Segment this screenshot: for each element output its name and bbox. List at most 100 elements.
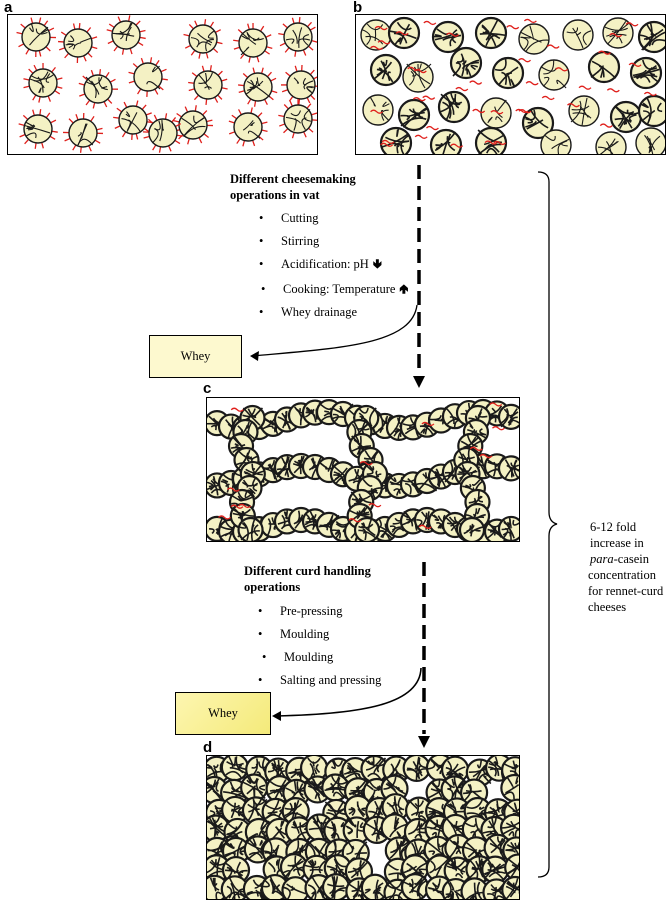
free-glycomacropeptide	[359, 461, 373, 466]
micelle-shape	[449, 46, 483, 80]
micelle-shape	[497, 403, 519, 430]
free-glycomacropeptide	[567, 102, 580, 108]
free-glycomacropeptide	[625, 22, 639, 27]
side-note-para-casein: 6-12 fold increase in para-casein concen…	[588, 519, 663, 615]
whey-box-2: Whey	[175, 692, 271, 735]
micelle-shape	[501, 875, 519, 899]
free-glycomacropeptide	[238, 503, 252, 509]
micelle-shape	[440, 775, 469, 804]
free-glycomacropeptide	[414, 134, 428, 139]
free-glycomacropeptide	[230, 504, 244, 509]
step2-item: Salting and pressing	[258, 672, 381, 695]
free-glycomacropeptide	[450, 143, 464, 148]
micelle-shape	[16, 17, 57, 58]
step1-item: Stirring	[259, 233, 406, 256]
micelle-shape	[188, 65, 228, 105]
micelle-shape	[360, 873, 389, 899]
step1-operations-list: Cutting Stirring Acidification: pH🢃 Cook…	[259, 210, 409, 327]
free-glycomacropeptide	[578, 85, 592, 90]
micelle-shape	[323, 816, 352, 845]
step2-operations-list: Pre-pressing Moulding Moulding Salting a…	[258, 603, 381, 695]
free-glycomacropeptide	[413, 68, 427, 74]
micelle-shape	[431, 20, 465, 54]
micelle-shape	[353, 516, 381, 541]
micelle-shape	[321, 873, 351, 899]
side-note-line: para-casein	[590, 552, 650, 566]
free-glycomacropeptide	[515, 108, 529, 114]
step2-item: Pre-pressing	[258, 603, 381, 626]
micelle-shape	[521, 106, 555, 140]
free-glycomacropeptide	[418, 524, 432, 529]
step1-heading: Different cheesemaking operations in vat	[230, 171, 356, 203]
step1-heading-line1: Different cheesemaking	[230, 172, 356, 186]
flow-arrow-2-head	[418, 736, 430, 748]
micelle-shape	[497, 455, 519, 482]
free-glycomacropeptide	[348, 518, 362, 523]
step1-item: Whey drainage	[259, 304, 406, 327]
free-glycomacropeptide	[484, 140, 498, 145]
micelle-shape	[278, 98, 317, 139]
brace-right	[537, 171, 558, 878]
free-glycomacropeptide	[506, 25, 520, 30]
micelle-shape	[480, 97, 512, 129]
micelle-shape	[629, 56, 663, 90]
free-glycomacropeptide	[469, 80, 483, 85]
free-glycomacropeptide	[377, 40, 391, 45]
panel-d-pressed-curd	[206, 755, 520, 900]
micelle-shape	[228, 107, 268, 147]
micelle-shape	[474, 16, 508, 50]
free-glycomacropeptide	[523, 18, 537, 24]
step2-heading: Different curd handling operations	[244, 563, 371, 595]
micelle-shape	[474, 126, 508, 154]
micelle-shape	[360, 756, 389, 784]
whey-arrow-2-head	[272, 711, 281, 721]
pressed-curd-graphic	[207, 756, 519, 899]
free-glycomacropeptide	[370, 45, 384, 51]
free-glycomacropeptide	[609, 32, 623, 38]
micelle-shape	[458, 516, 486, 541]
panel-b-aggregating-micelles	[355, 14, 666, 155]
micelle-shape	[504, 853, 519, 882]
micelle-shape	[443, 856, 472, 885]
micelle-shape	[343, 794, 373, 823]
free-glycomacropeptide	[218, 515, 231, 520]
micelle-shape	[397, 98, 431, 132]
micelle-shape	[635, 127, 665, 154]
side-note-line: 6-12 fold	[590, 520, 637, 534]
step2-item: Moulding	[258, 626, 381, 649]
micelle-shape	[460, 877, 489, 899]
micelle-shape	[183, 19, 223, 59]
free-glycomacropeptide	[479, 453, 493, 459]
arrow-up-icon: 🢁	[399, 282, 409, 296]
free-glycomacropeptide	[421, 421, 435, 427]
micelle-shape	[18, 109, 58, 149]
panel-label-b: b	[353, 0, 363, 16]
free-glycomacropeptide	[446, 32, 460, 37]
micelle-shape	[637, 20, 665, 54]
micelle-shape	[562, 19, 594, 51]
free-glycomacropeptide	[518, 58, 532, 63]
free-glycomacropeptide	[490, 110, 504, 115]
whey-box-1: Whey	[149, 335, 242, 378]
free-glycomacropeptide	[628, 62, 642, 67]
step1-heading-line2: operations in vat	[230, 188, 320, 202]
micelle-shape	[360, 19, 392, 51]
micelle-shape	[278, 17, 317, 57]
micelle-shape	[491, 56, 525, 90]
micelle-shape	[58, 23, 98, 64]
panel-label-c: c	[203, 380, 212, 397]
free-glycomacropeptide	[381, 139, 395, 145]
free-glycomacropeptide	[368, 503, 382, 508]
free-glycomacropeptide	[493, 140, 507, 146]
free-glycomacropeptide	[541, 95, 555, 101]
arrow-down-icon: 🢃	[372, 257, 382, 271]
micelle-shape	[595, 131, 627, 154]
micelle-shape	[220, 756, 249, 782]
micelle-shape	[540, 129, 572, 154]
free-glycomacropeptide	[555, 67, 569, 72]
free-glycomacropeptide	[370, 109, 384, 114]
free-glycomacropeptide	[525, 81, 539, 86]
micelle-shape	[281, 797, 310, 826]
whey-arrow-1-head	[250, 351, 259, 361]
micelle-shape	[518, 23, 550, 55]
